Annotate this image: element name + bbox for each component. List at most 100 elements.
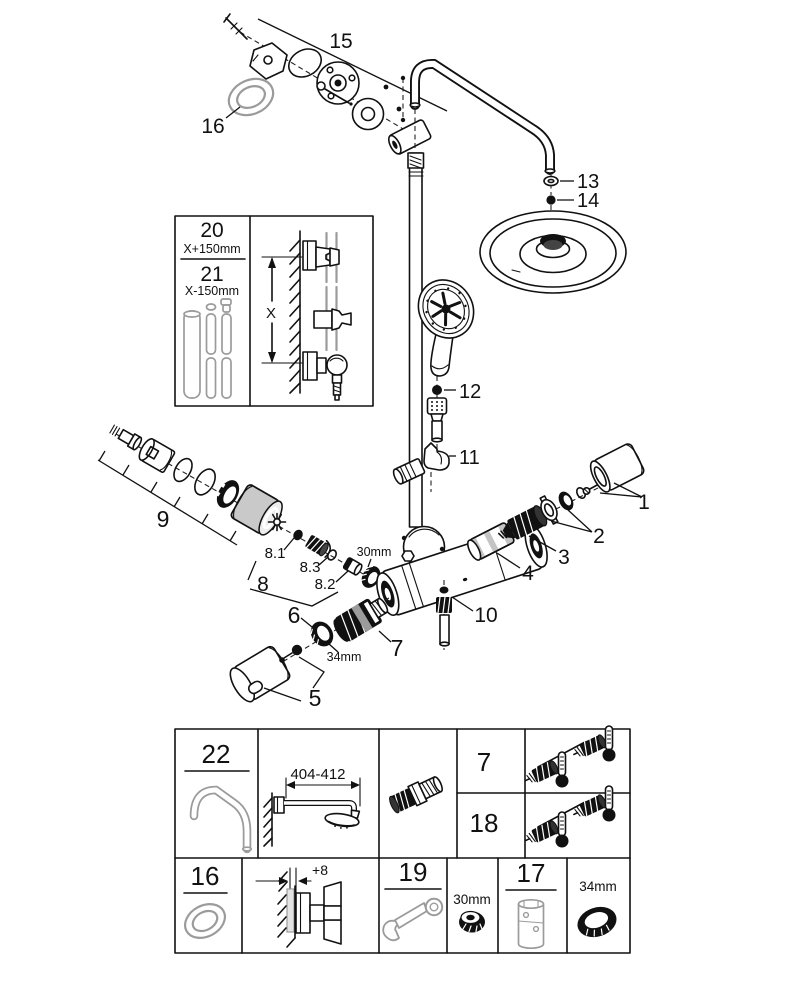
handle-spindle	[109, 424, 143, 451]
label-part-11: 11	[459, 447, 480, 469]
cell-coupler-part	[389, 776, 443, 814]
filter-seal-14	[546, 195, 556, 205]
washer	[293, 529, 303, 541]
volume-knob-5	[229, 645, 291, 703]
label-part-8-2: 8.2	[315, 576, 336, 593]
stop-bushing-8-3	[305, 535, 332, 558]
fixing-screw	[316, 81, 353, 106]
cell-nut-30mm: 30mm	[453, 892, 491, 933]
shower-rail	[407, 152, 425, 528]
handle-adapter	[138, 438, 176, 473]
inset-top-bracket	[302, 240, 340, 271]
head-gaskets: 13 14	[543, 171, 599, 232]
label-length-21: X-150mm	[185, 284, 239, 298]
cartridge-3	[497, 505, 548, 540]
o-ring	[173, 457, 193, 483]
thermostat-valve: 10	[376, 523, 548, 650]
inset-wall	[289, 230, 301, 394]
hex-fitting	[401, 550, 415, 562]
drain-fitting-10: 10	[436, 580, 498, 650]
label-part-8: 8	[257, 573, 269, 596]
check-valve-chain: 1 2 3 4	[466, 443, 650, 585]
label-part-20: 20	[200, 219, 223, 242]
head-shower	[479, 210, 627, 294]
retainer-ring-2a	[539, 495, 559, 525]
label-part-22: 22	[202, 739, 231, 769]
label-length-20: X+150mm	[183, 242, 240, 256]
cap-knob-1	[589, 443, 645, 493]
label-part-16: 16	[201, 115, 224, 138]
inset-slider	[313, 308, 352, 331]
label-table-16: 16	[191, 861, 220, 891]
cap-nut-30mm	[360, 565, 381, 588]
wrench-icon	[382, 897, 444, 942]
temperature-handle-chain: 9 8.1 8.3 8.2 8 30mm	[97, 424, 392, 607]
label-table-17: 17	[517, 858, 546, 888]
label-part-21: 21	[200, 263, 223, 286]
label-arm-range: 404-412	[290, 766, 345, 783]
label-part-6: 6	[288, 602, 301, 628]
hand-shower: 12	[417, 279, 481, 452]
label-part-8-3: 8.3	[300, 559, 321, 576]
rail-slider: 11	[392, 442, 480, 492]
gasket-13	[543, 175, 559, 187]
cell-arm-dimension: 404-412	[263, 766, 361, 847]
label-wall-offset: +8	[312, 862, 328, 878]
thermostat-cartridge-7	[333, 597, 389, 642]
o-ring-large	[287, 48, 323, 78]
inset-bottom-valve	[302, 351, 348, 401]
label-part-8-1: 8.1	[265, 545, 286, 562]
label-table-18: 18	[470, 808, 499, 838]
hose-connector-12	[426, 385, 448, 443]
handle-screw-star	[267, 512, 287, 532]
mini-shower-head	[324, 809, 361, 829]
label-dim-x: X	[266, 305, 276, 322]
wall-mount-assembly: 15 16	[201, 13, 448, 155]
cell-cartridge-7: 7	[477, 725, 617, 789]
label-part-14: 14	[577, 190, 599, 212]
cartridge-chain: 5 6 34mm 7	[229, 597, 404, 711]
bracket-9	[97, 450, 238, 546]
label-part-12: 12	[459, 381, 481, 403]
hand-shower-face	[417, 279, 475, 339]
label-part-9: 9	[157, 506, 170, 532]
adapter-8-2	[342, 557, 363, 576]
label-part-13: 13	[577, 171, 599, 193]
mounting-screw	[223, 13, 248, 40]
label-table-19: 19	[399, 857, 428, 887]
washer	[291, 644, 303, 656]
leader-16	[225, 106, 241, 119]
label-part-5: 5	[309, 685, 322, 711]
label-table-30mm: 30mm	[453, 892, 491, 907]
mounting-bracket-plate	[249, 42, 288, 80]
castellated-nut	[214, 480, 240, 508]
label-part-7: 7	[391, 635, 404, 661]
chrome-ring-16	[227, 77, 275, 117]
cell-socket-17: 17	[505, 858, 557, 950]
label-size-30mm: 30mm	[357, 545, 392, 559]
temperature-knob	[230, 484, 283, 536]
cell-ring-34mm: 34mm	[577, 879, 617, 938]
rail-tube-variants	[183, 298, 232, 399]
cell-wrench-19: 19	[382, 857, 444, 942]
label-part-10: 10	[474, 604, 497, 627]
inset-x-dimension: X	[261, 256, 303, 364]
label-part-1: 1	[638, 491, 650, 514]
check-valve-4	[466, 522, 515, 561]
seal-ring-2b	[558, 491, 574, 511]
label-size-34mm: 34mm	[327, 650, 362, 664]
label-table-7: 7	[477, 747, 491, 777]
rail-length-inset: 20 X+150mm 21 X-150mm	[174, 215, 374, 407]
shower-arm	[409, 58, 556, 175]
escutcheon-ring	[351, 97, 385, 131]
label-part-3: 3	[558, 546, 570, 569]
small-o-ring	[327, 549, 337, 561]
cell-wall-offset: +8	[255, 862, 342, 948]
cell-arm-22: 22	[184, 739, 253, 854]
o-ring	[194, 468, 216, 496]
cell-ring-16: 16	[183, 861, 228, 939]
label-part-4: 4	[522, 562, 534, 585]
cell-cartridge-18: 18	[470, 785, 617, 849]
